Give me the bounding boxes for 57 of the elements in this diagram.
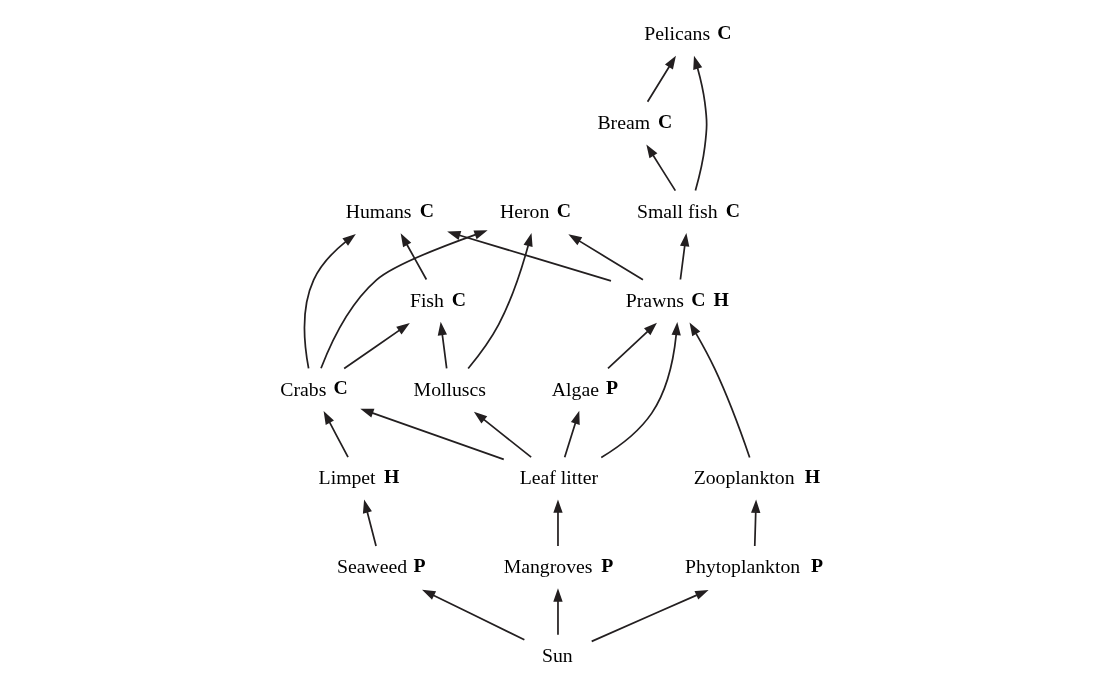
node-text: Prawns bbox=[625, 288, 684, 311]
node-text: Zooplankton bbox=[693, 466, 795, 489]
node-label: C bbox=[725, 198, 741, 221]
arrow bbox=[400, 233, 428, 281]
node-label: H bbox=[713, 287, 729, 310]
node-text: Heron bbox=[499, 199, 550, 222]
node-text: Algae bbox=[551, 377, 599, 400]
node-label: H bbox=[804, 465, 821, 488]
arrow bbox=[553, 499, 563, 547]
arrow bbox=[360, 408, 505, 461]
node-text: Limpet bbox=[318, 466, 376, 489]
node-text: Sun bbox=[541, 644, 573, 667]
arrow bbox=[473, 411, 532, 459]
node-label: H bbox=[384, 465, 400, 488]
node-text: Phytoplankton bbox=[685, 555, 801, 578]
arrow bbox=[553, 588, 563, 636]
arrow bbox=[563, 410, 580, 459]
node-label: C bbox=[333, 376, 348, 399]
arrow bbox=[320, 230, 488, 370]
arrow bbox=[600, 321, 681, 459]
arrow bbox=[343, 323, 410, 370]
node-label: P bbox=[606, 376, 619, 399]
arrow bbox=[646, 144, 677, 192]
node-text: Mangroves bbox=[503, 555, 593, 578]
arrow bbox=[693, 55, 708, 192]
node-text: Molluscs bbox=[413, 377, 486, 400]
node-text: Fish bbox=[409, 288, 444, 311]
arrow bbox=[447, 230, 612, 282]
arrow bbox=[437, 321, 448, 370]
arrow bbox=[467, 233, 533, 370]
arrow bbox=[568, 234, 644, 281]
arrow bbox=[689, 322, 751, 459]
node-label: C bbox=[556, 198, 572, 221]
node-text: Seaweed bbox=[337, 555, 408, 578]
node-label: C bbox=[419, 198, 435, 221]
arrow bbox=[362, 499, 377, 547]
arrow bbox=[751, 499, 761, 547]
node-label: C bbox=[657, 109, 673, 132]
arrow bbox=[590, 589, 709, 643]
node-label: P bbox=[413, 554, 426, 577]
node-label: C bbox=[691, 287, 706, 310]
node-text: Leaf litter bbox=[519, 466, 599, 489]
arrow bbox=[323, 410, 349, 459]
node-text: Crabs bbox=[280, 377, 327, 400]
arrow bbox=[679, 233, 690, 281]
arrow bbox=[303, 233, 356, 370]
arrow bbox=[646, 55, 676, 103]
node-text: Bream bbox=[597, 111, 651, 134]
node-label: C bbox=[717, 21, 732, 44]
node-label: P bbox=[601, 554, 614, 577]
node-text: Humans bbox=[345, 199, 412, 222]
node-text: Small fish bbox=[636, 199, 718, 222]
arrow bbox=[422, 589, 526, 641]
node-label: C bbox=[451, 287, 467, 310]
node-text: Pelicans bbox=[644, 22, 711, 45]
node-label: P bbox=[810, 554, 823, 577]
arrow bbox=[607, 322, 657, 370]
